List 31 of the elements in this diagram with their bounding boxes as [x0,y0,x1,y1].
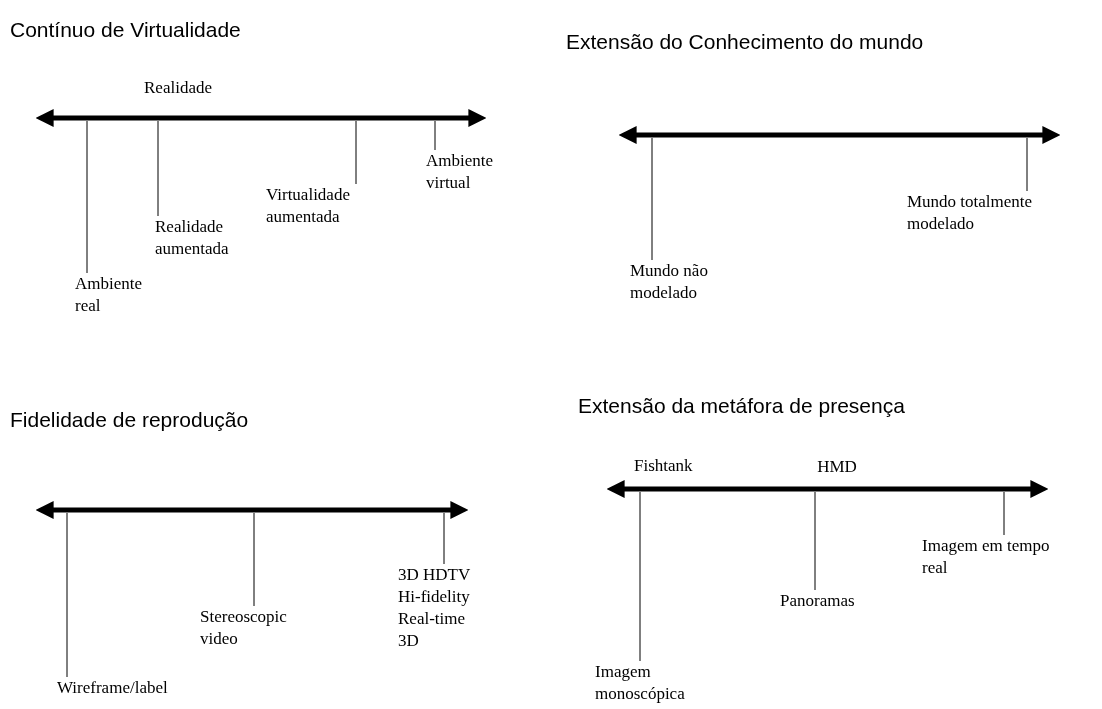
axis-label: Stereoscopic video [200,606,300,650]
panel-title: Extensão da metáfora de presença [578,393,905,419]
axis-label: Mundo totalmente modelado [907,191,1047,235]
leader-line [355,120,357,185]
axis-label: Realidade aumentada [155,216,255,260]
leader-line [434,120,436,151]
leader-line [1026,137,1028,192]
axis-label: Imagem em tempo real [922,535,1072,579]
axis-label: Imagem monoscópica [595,661,705,705]
leader-line [443,512,445,565]
leader-line [66,512,68,678]
axis-label: Wireframe/label [57,677,197,699]
axis-label: Panoramas [780,590,880,612]
scale-label: HMD [817,456,857,478]
panel-title: Fidelidade de reprodução [10,407,249,433]
axis-label: Ambiente virtual [426,150,506,194]
axis-label: 3D HDTV Hi-fidelity Real-time 3D [398,564,488,652]
leader-line [86,120,88,274]
leader-line [814,491,816,591]
panel-title: Extensão do Conhecimento do mundo [566,29,924,55]
leader-line [639,491,641,662]
leader-line [651,137,653,261]
leader-line [253,512,255,607]
leader-line [1003,491,1005,536]
scale-label: Fishtank [634,455,693,477]
panel-title: Contínuo de Virtualidade [10,17,241,43]
leader-line [157,120,159,217]
axis-label: Virtualidade aumentada [266,184,376,228]
axis-label: Mundo não modelado [630,260,730,304]
axis-label: Ambiente real [75,273,155,317]
scale-label: Realidade [144,77,212,99]
